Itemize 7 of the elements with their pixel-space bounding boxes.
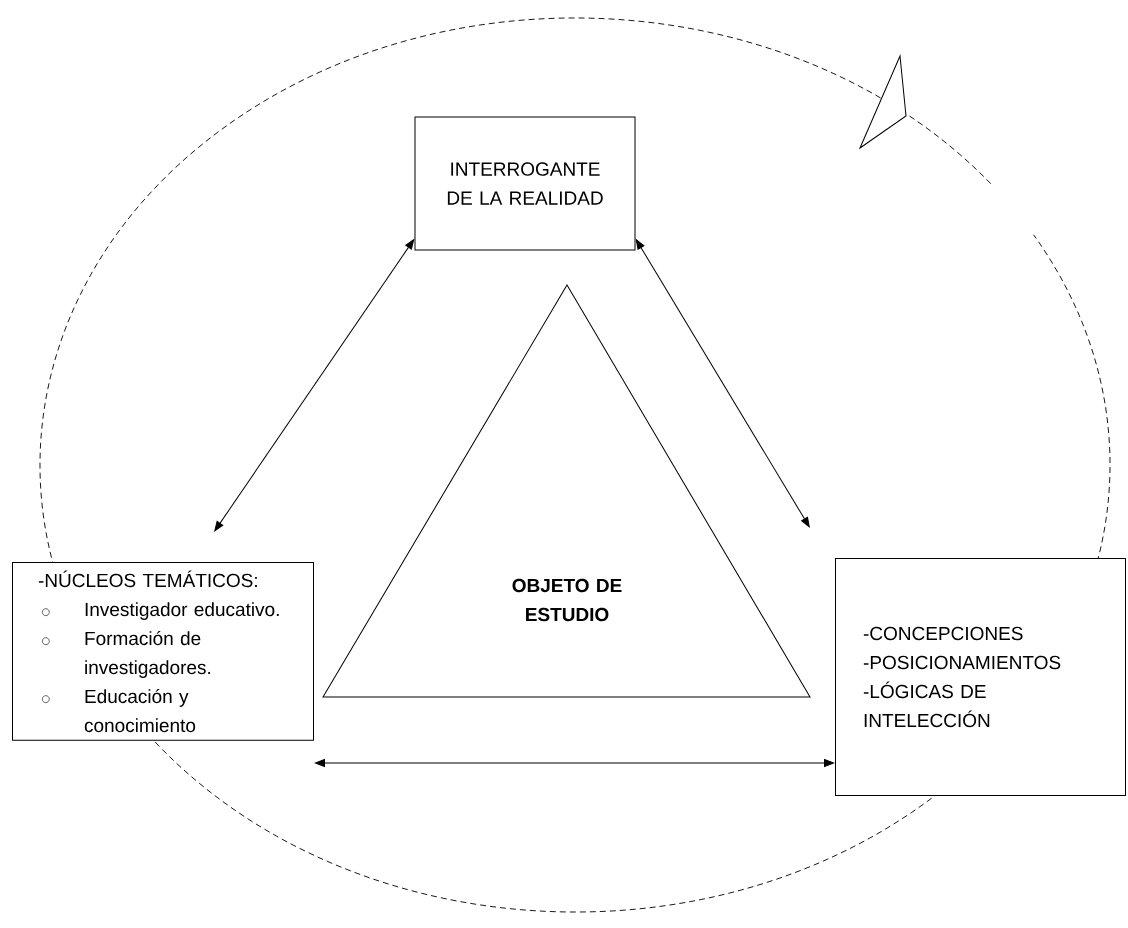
double-arrow xyxy=(314,759,835,767)
double-arrow xyxy=(214,239,415,532)
list-box: -NÚCLEOS TEMÁTICOS: Investigador educativo. Formación de investigadores. Educación y conocimiento xyxy=(12,562,314,741)
text-box: INTERROGANTE DE LA REALIDAD xyxy=(414,116,636,251)
triangle: OBJETO DE ESTUDIO xyxy=(322,284,811,698)
double-arrow xyxy=(635,239,810,528)
text-box: -CONCEPCIONES -POSICIONAMIENTOS -LÓGICAS DE INTELECCIÓN xyxy=(835,558,1126,796)
